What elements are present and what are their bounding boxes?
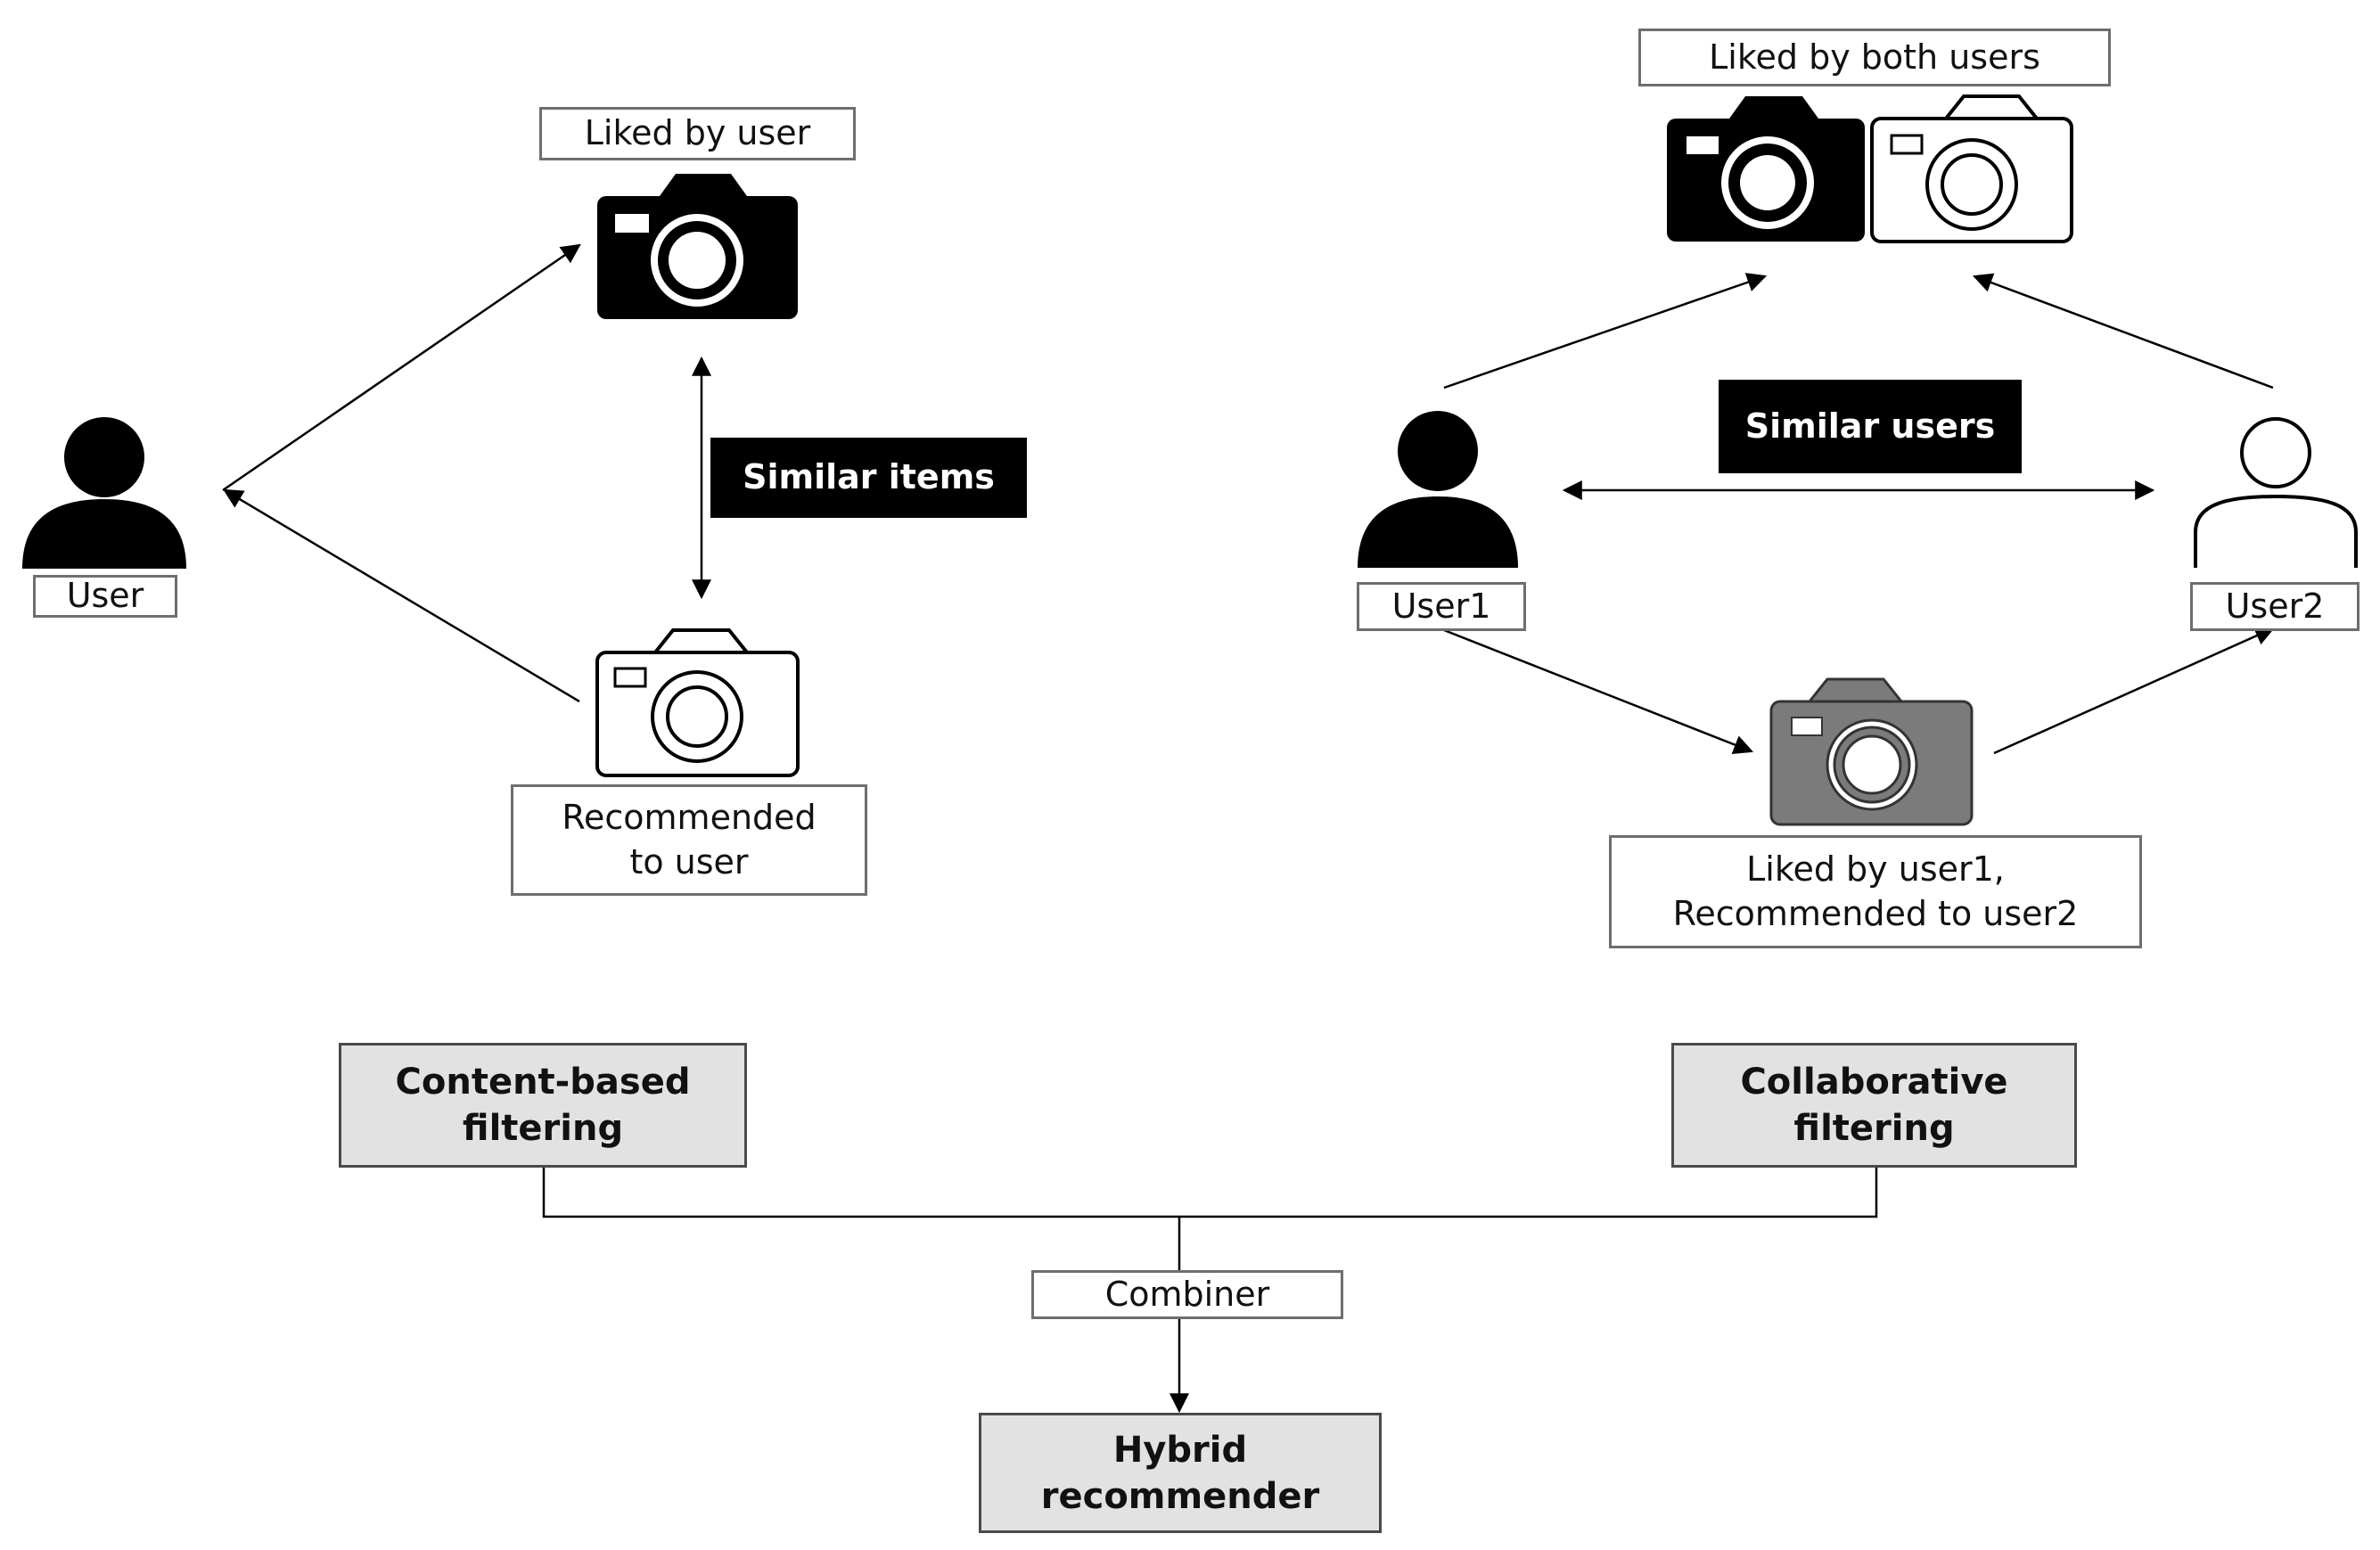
user2-label: User2 [2190, 582, 2359, 631]
arrow-user1-to-gray-item [1443, 628, 1754, 754]
user1-icon [1358, 411, 1518, 568]
user-body [22, 499, 186, 569]
liked-by-user-label: Liked by user [539, 107, 856, 160]
arrow-user2-to-both-liked [1972, 273, 2274, 390]
camera-both-outline-top [1944, 94, 2039, 120]
hybrid-recommender-box: Hybrid recommender [979, 1413, 1382, 1533]
recommended-to-user-label: Recommended to user [511, 784, 867, 896]
camera-rec-top [653, 628, 749, 654]
camera-rec-flash [613, 667, 647, 688]
camera-gray-lens-inner [1842, 734, 1902, 795]
camera-both-black-flash [1687, 136, 1719, 154]
user1-label: User1 [1357, 582, 1526, 631]
similar-users-tag: Similar users [1719, 380, 2022, 473]
user2-body [2194, 494, 2358, 568]
camera-rec-lens-inner [666, 685, 728, 748]
user-head [64, 417, 144, 497]
similar-items-tag: Similar items [710, 438, 1027, 518]
camera-liked-top [660, 174, 747, 196]
camera-both-black-lens-inner [1740, 155, 1795, 210]
combiner-label: Combiner [1031, 1270, 1343, 1319]
user2-head [2240, 417, 2311, 488]
camera-icon-both-black [1667, 96, 1865, 242]
arrow-user-to-liked-item [222, 243, 581, 492]
camera-both-outline-lens-inner [1941, 153, 2003, 216]
arrow-gray-item-to-user2 [1993, 627, 2276, 755]
user1-head [1398, 411, 1478, 491]
camera-icon-recommended [595, 628, 800, 777]
camera-icon-liked [597, 174, 798, 319]
camera-both-black-top [1729, 96, 1818, 119]
content-based-filtering-box: Content-based filtering [339, 1043, 747, 1168]
connector-methods-to-combiner [542, 1168, 1878, 1218]
camera-both-outline-flash [1890, 134, 1924, 155]
arrow-recommended-to-user [223, 488, 580, 703]
user2-icon [2194, 417, 2358, 568]
liked-by-both-users-label: Liked by both users [1638, 29, 2111, 86]
camera-gray-top [1806, 677, 1905, 703]
arrow-user1-to-both-liked [1443, 273, 1768, 390]
camera-icon-gray [1769, 677, 1974, 826]
camera-icon-both-outline [1870, 94, 2073, 243]
user1-body [1358, 496, 1518, 568]
user-label: User [33, 575, 177, 618]
user-icon [22, 417, 186, 569]
camera-gray-flash [1791, 717, 1823, 736]
collaborative-filtering-box: Collaborative filtering [1671, 1043, 2077, 1168]
liked-by-user1-recommended-to-user2-label: Liked by user1, Recommended to user2 [1609, 835, 2142, 948]
camera-liked-lens-inner [669, 232, 726, 289]
camera-liked-flash [615, 214, 649, 233]
